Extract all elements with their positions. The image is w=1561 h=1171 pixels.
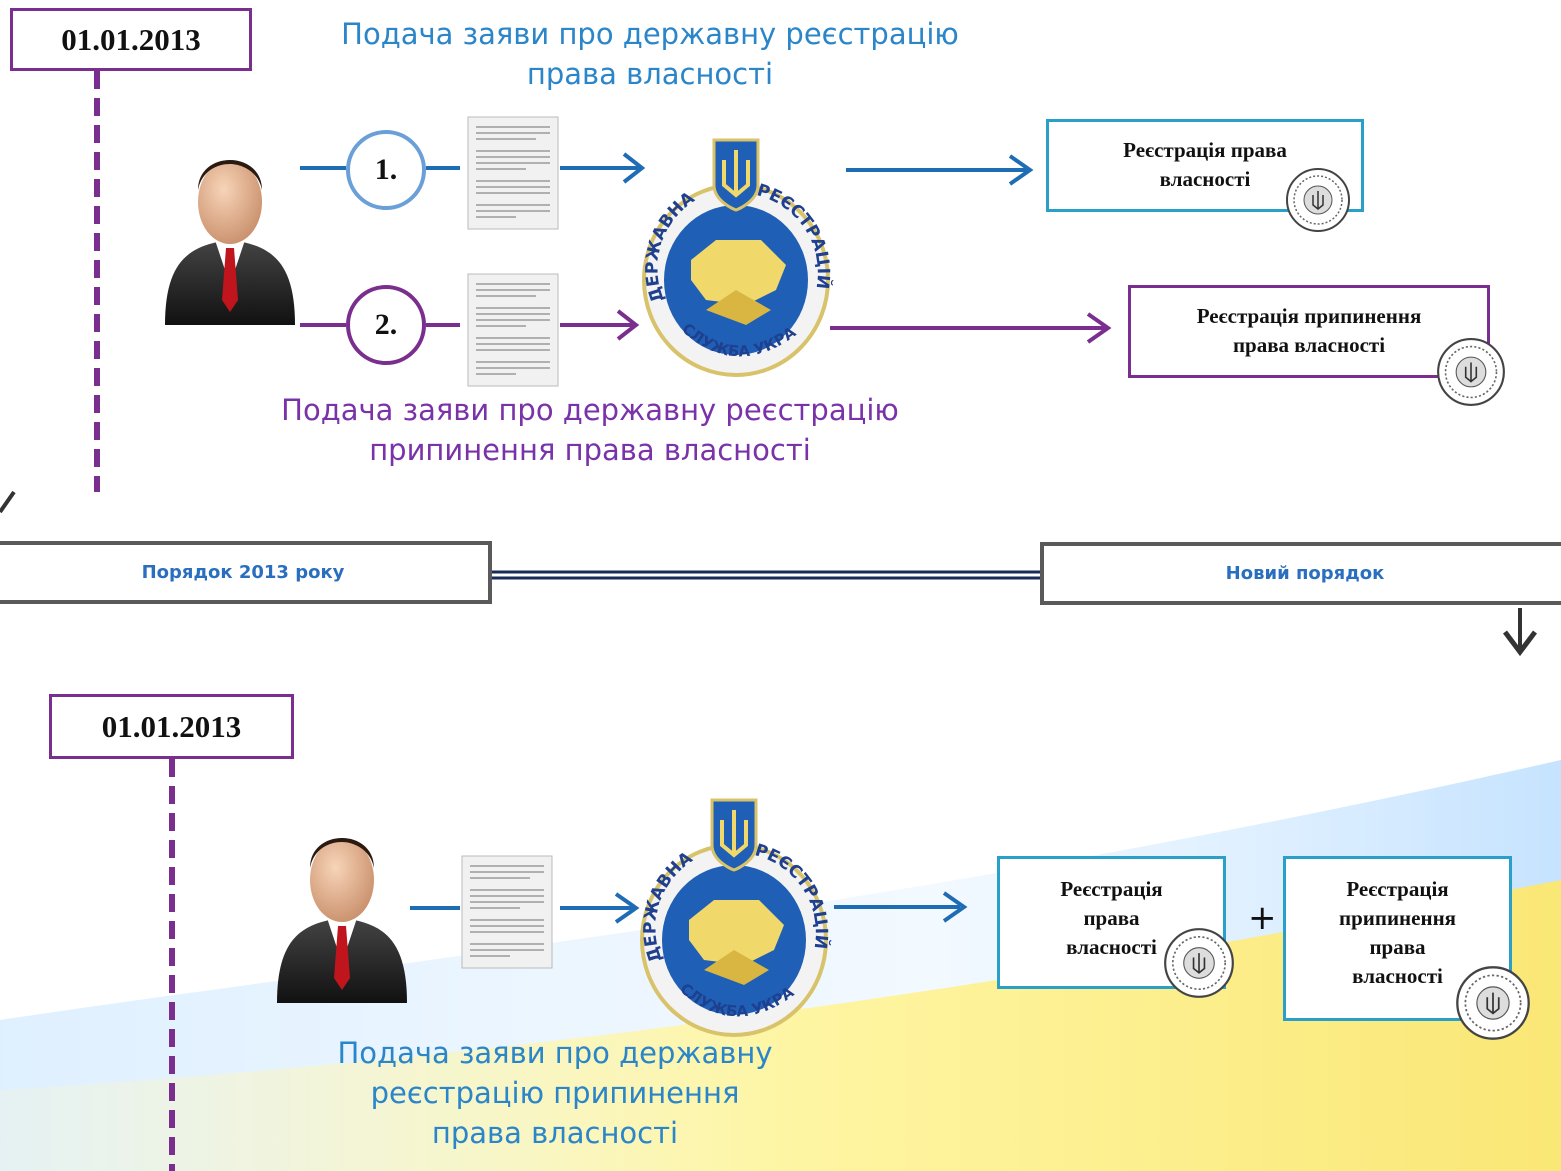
dashed-timeline-old (94, 71, 100, 492)
caption-new-application: Подача заяви про державну реєстрацію при… (337, 1036, 773, 1150)
date-box-new: 01.01.2013 (49, 694, 294, 759)
caption-ownership-application: Подача заяви про державну реєстрацію пра… (341, 17, 959, 91)
dashed-timeline-new (169, 759, 175, 1171)
step-2-circle: 2. (346, 285, 426, 365)
caption-termination-application: Подача заяви про державну реєстрацію при… (281, 393, 899, 467)
tab-procedure-2013: Порядок 2013 року (0, 541, 492, 604)
document-icon (467, 116, 559, 230)
tab-new-procedure: Новий порядок (1040, 542, 1561, 605)
result-termination-registration: Реєстрація припинення права власності (1128, 285, 1490, 378)
seal-stamp-icon (1456, 966, 1530, 1040)
agency-emblem-icon: ДЕРЖАВНА РЕЄСТРАЦІЙНА СЛУЖБА УКРАЇНИ (629, 125, 835, 377)
document-icon (467, 273, 559, 387)
agency-emblem-icon: ДЕРЖАВНА РЕЄСТРАЦІЙНА СЛУЖБА УКРАЇНИ (627, 785, 833, 1037)
step-connectors-old (300, 152, 1112, 344)
seal-stamp-icon (1286, 168, 1350, 232)
seal-stamp-icon (1437, 338, 1505, 406)
person-icon (165, 160, 295, 325)
date-text: 01.01.2013 (61, 21, 201, 57)
step-1-circle: 1. (346, 130, 426, 210)
seal-stamp-icon (1164, 928, 1234, 998)
document-icon (461, 855, 553, 969)
result-ownership-registration: Реєстрація права власності (1046, 119, 1364, 212)
date-box-old: 01.01.2013 (10, 8, 252, 71)
plus-sign: + (1248, 898, 1277, 938)
timeline-connector (0, 490, 1537, 657)
person-icon (277, 838, 407, 1003)
date-text: 01.01.2013 (101, 708, 242, 744)
step-connectors-new (410, 891, 968, 924)
